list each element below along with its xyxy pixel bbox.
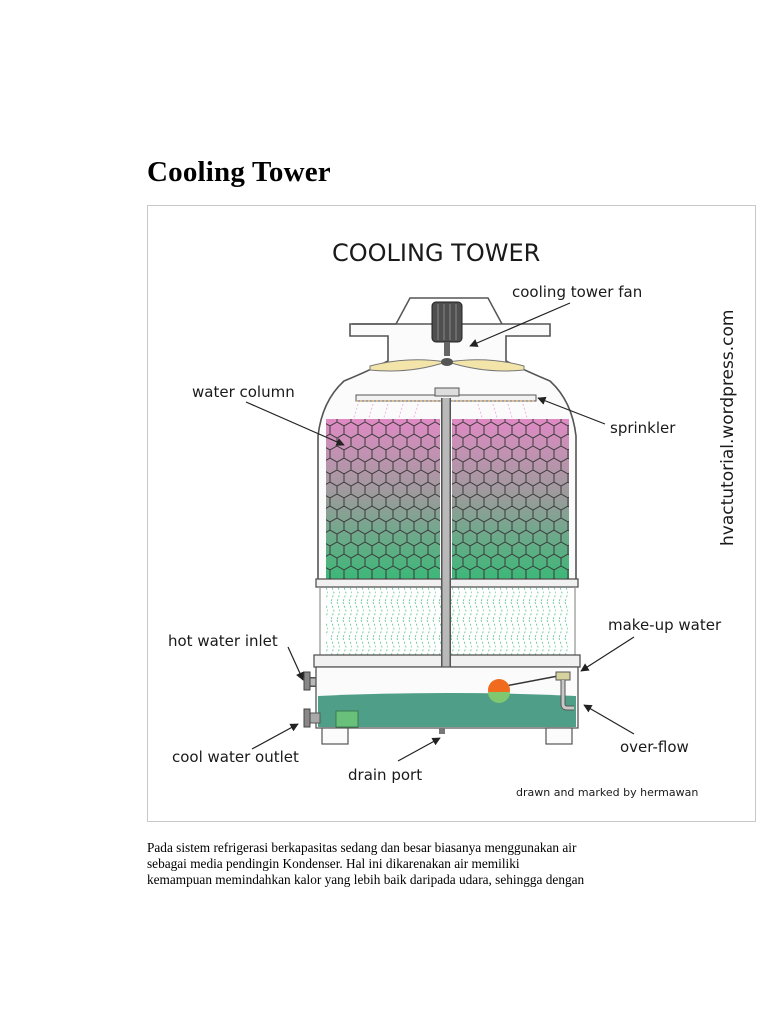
page-heading: Cooling Tower bbox=[147, 156, 331, 188]
label-drain-port: drain port bbox=[348, 766, 422, 784]
fan-motor-icon bbox=[431, 301, 463, 356]
body-line: Pada sistem refrigerasi berkapasitas sed… bbox=[147, 840, 577, 855]
cool-water-outlet-pipe bbox=[303, 708, 321, 728]
label-cool-water-outlet: cool water outlet bbox=[172, 748, 299, 766]
cold-water-basin bbox=[315, 666, 579, 745]
cooling-tower-figure: COOLING TOWER bbox=[147, 205, 756, 822]
credit-text: drawn and marked by hermawan bbox=[516, 786, 698, 799]
fan-blades-icon bbox=[369, 358, 525, 372]
label-over-flow: over-flow bbox=[620, 738, 689, 756]
label-sprinkler: sprinkler bbox=[610, 419, 676, 437]
float-valve bbox=[488, 671, 574, 711]
label-make-up-water: make-up water bbox=[608, 616, 722, 634]
label-hot-water-inlet: hot water inlet bbox=[168, 632, 278, 650]
body-line: kemampuan memindahkan kalor yang lebih b… bbox=[147, 872, 585, 887]
watermark-text: hvactutorial.wordpress.com bbox=[718, 310, 738, 546]
body-line: sebagai media pendingin Kondenser. Hal i… bbox=[147, 856, 520, 871]
label-cooling-tower-fan: cooling tower fan bbox=[512, 283, 642, 301]
body-paragraph: Pada sistem refrigerasi berkapasitas sed… bbox=[147, 840, 677, 888]
callout-arrows bbox=[245, 302, 635, 762]
diagram-title: COOLING TOWER bbox=[332, 239, 540, 267]
label-water-column: water column bbox=[192, 383, 295, 401]
